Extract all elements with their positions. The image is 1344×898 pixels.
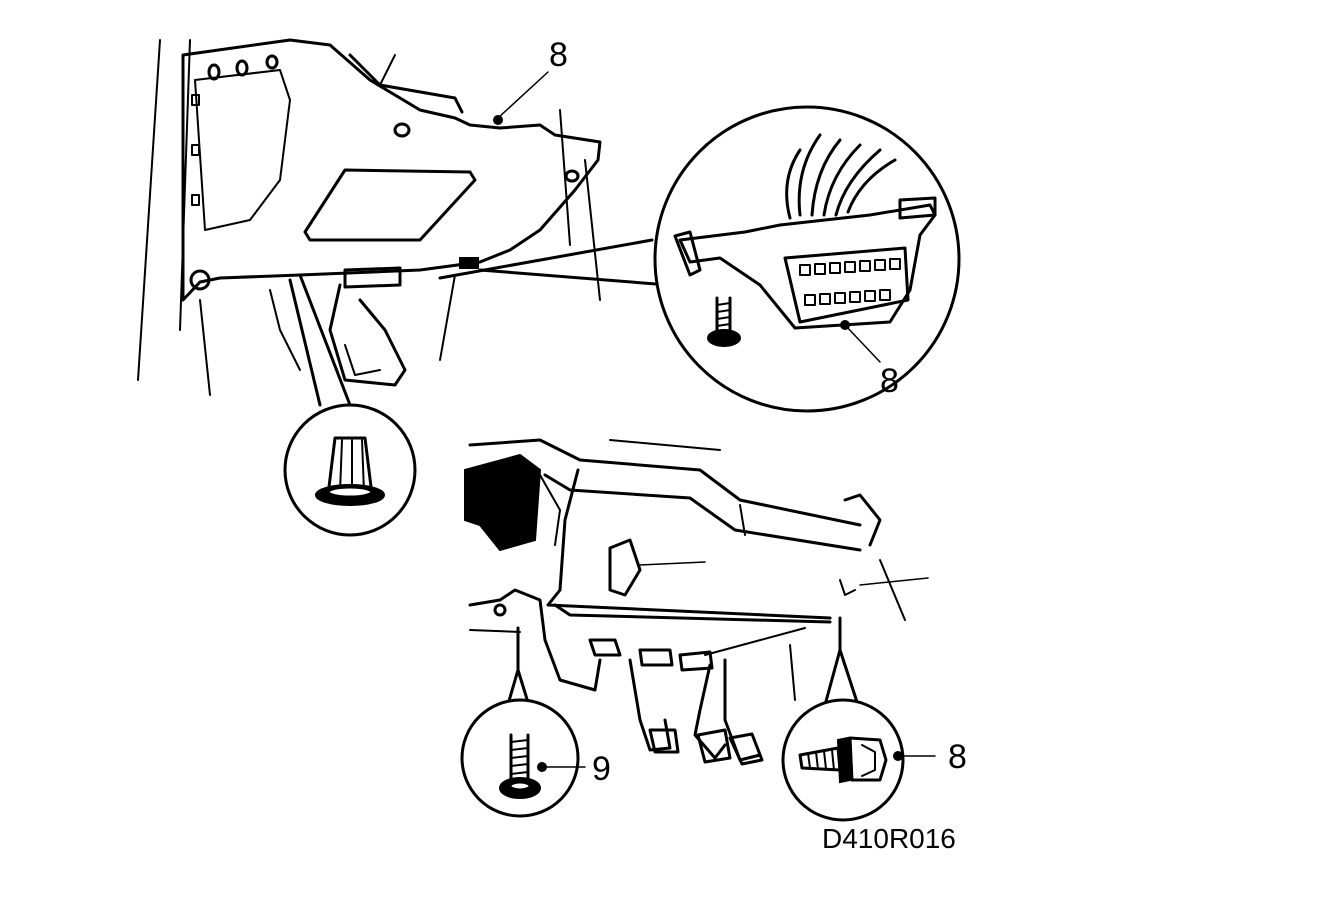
mount-ear-right <box>898 196 937 220</box>
harness-wire-2 <box>693 663 727 760</box>
wire-bundle <box>785 133 897 220</box>
obd-connector-detail <box>653 105 961 413</box>
pin-face <box>783 246 910 324</box>
pillar-line-outer <box>137 39 161 381</box>
panel-opening <box>303 168 477 242</box>
column-line-2 <box>584 159 601 301</box>
lower-trim-panel <box>181 38 602 302</box>
push-clip-detail <box>283 273 417 537</box>
tab <box>191 144 200 156</box>
leader-dot-9 <box>537 762 547 772</box>
harness-clip-1 <box>588 638 622 657</box>
beam-line <box>609 439 721 451</box>
center-clip <box>608 538 642 597</box>
corner-bolt <box>189 269 211 291</box>
zoom-line-lower <box>478 268 658 286</box>
harness-wire-1 <box>628 658 672 752</box>
lower-panel-left <box>546 468 832 620</box>
zoom-line-upper <box>438 238 654 280</box>
harness-plug-3 <box>728 732 764 766</box>
pedal-arm <box>328 283 407 387</box>
center-clip-leader <box>639 561 706 566</box>
left-mount <box>468 588 602 692</box>
leader-top <box>497 71 549 119</box>
column-line <box>559 109 571 246</box>
leader-dot-obd <box>840 320 850 330</box>
upper-dash-assembly <box>137 38 602 396</box>
tab <box>191 94 200 106</box>
clip-hole <box>207 63 221 81</box>
support-line <box>789 644 796 701</box>
tray-line <box>704 627 806 656</box>
obd-connector-body <box>678 203 937 330</box>
screw-icon <box>707 296 741 347</box>
right-leader <box>859 577 929 586</box>
leader-dot-bolt <box>893 751 903 761</box>
callout-left-screw: 9 <box>592 750 611 788</box>
detail-circle-clip <box>283 403 417 537</box>
harness-clip-3 <box>678 650 714 672</box>
column-line-3 <box>439 274 456 361</box>
pedal-pad <box>344 344 381 376</box>
bolt-8-detail <box>781 616 936 822</box>
tab <box>191 194 200 206</box>
bolt-icon <box>499 733 541 799</box>
pedal-bracket <box>343 266 402 289</box>
right-bolt-hole <box>839 579 856 596</box>
flange-bolt-icon <box>798 736 888 784</box>
clip-hole <box>564 169 580 183</box>
pin-row-bottom <box>804 289 891 306</box>
callout-obd-connector: 8 <box>880 362 899 400</box>
pedal-rod <box>269 289 301 371</box>
harness-plug-2 <box>696 728 732 764</box>
connector-clip <box>459 257 479 269</box>
clip-hole <box>265 54 279 70</box>
harness-clip-2 <box>638 648 674 667</box>
cross-beam-top <box>468 438 862 527</box>
zoom-line-clip-1 <box>288 278 322 407</box>
push-clip-icon <box>315 436 385 506</box>
panel-inner-recess <box>194 69 291 231</box>
lower-dash-assembly <box>464 438 929 766</box>
mount-ear-left <box>673 230 702 277</box>
left-mount-line <box>469 629 521 633</box>
duct-edge-2 <box>379 54 396 86</box>
relay-bracket <box>464 453 542 552</box>
pin-row-top <box>799 258 901 276</box>
cross-beam-bottom <box>543 473 862 552</box>
clip-hole <box>393 122 411 138</box>
beam-joint <box>739 504 746 536</box>
figure-code: D410R016 <box>822 823 956 854</box>
callout-top-panel: 8 <box>549 36 568 74</box>
callout-right-bolt: 8 <box>948 738 967 776</box>
screw-9-detail <box>460 626 586 818</box>
pillar-lower-line <box>199 299 211 396</box>
zoom-line-bolt <box>823 648 860 707</box>
leader-dot-top <box>493 115 503 125</box>
zoom-line-clip-2 <box>298 273 352 407</box>
right-line <box>879 559 906 621</box>
bracket-edge <box>539 474 561 546</box>
lower-panel-edge <box>553 603 832 624</box>
clip-hole <box>235 59 249 77</box>
harness-plug-1 <box>648 728 680 754</box>
right-bracket <box>843 493 882 547</box>
left-mount-hole <box>493 603 507 617</box>
leader-obd <box>844 324 881 363</box>
duct-edge <box>348 53 464 114</box>
detail-circle-screw <box>460 698 580 818</box>
